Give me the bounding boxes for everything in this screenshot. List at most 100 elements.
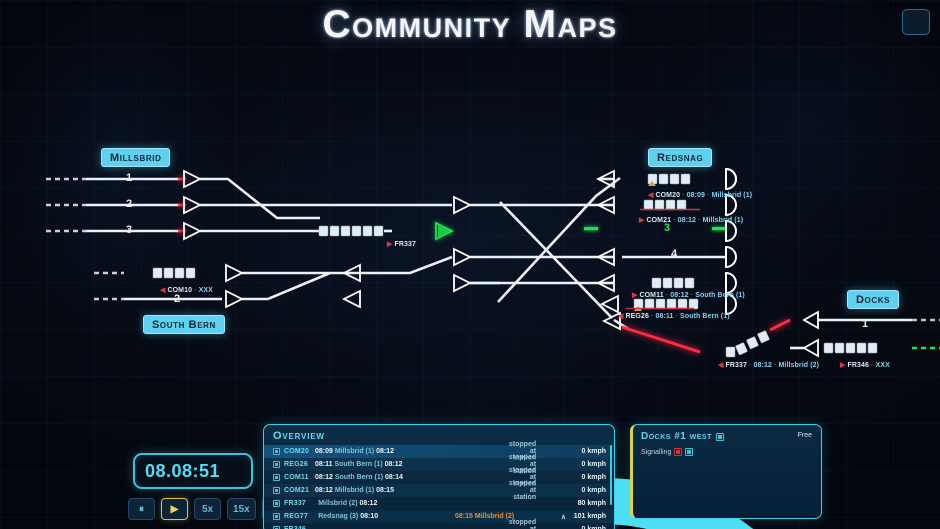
direction-icon: ◀ <box>648 192 654 199</box>
platform-icon <box>715 432 724 441</box>
next-time: 08:15 <box>455 513 473 520</box>
status-cell: stopped at station <box>508 480 537 501</box>
overview-row[interactable]: COM21 08:12 Millsbrid (1) 08:15 stopped at… <box>264 480 614 501</box>
arrival-time: 08:12 <box>359 500 378 507</box>
arrival-time: 08:12 <box>376 448 394 455</box>
overview-title: Overview <box>273 430 325 442</box>
scheduled-station: Millsbrid (1) <box>334 448 375 455</box>
platform-number: 2 <box>126 198 133 210</box>
overview-panel[interactable]: Overview COM20 08:09 Millsbrid (1) 08:12 s… <box>263 424 615 529</box>
station-plate-south-bern[interactable]: South Bern <box>143 315 225 334</box>
train-icon <box>273 500 280 507</box>
train-label-com11[interactable]: ▶COM11 · 08:12 · South Bern (1) <box>632 292 745 299</box>
overview-rows[interactable]: COM20 08:09 Millsbrid (1) 08:12 stopped at… <box>264 441 614 529</box>
schedule-cell: 08:09 Millsbrid (1) 08:12 <box>315 448 439 455</box>
arrival-time: 08:15 <box>376 487 394 494</box>
clock-time: 08.08:51 <box>145 460 221 481</box>
list-icon[interactable] <box>902 9 930 35</box>
direction-icon: ▶ <box>632 292 638 299</box>
speed-15x-button[interactable]: 15x <box>227 498 256 520</box>
signal-blue-icon[interactable] <box>685 448 694 456</box>
train-code: COM11 <box>284 474 309 481</box>
scheduled-station: Millsbrid (2) <box>318 500 358 507</box>
departure-time: 08:11 <box>314 461 333 468</box>
train-destination: Millsbrid (2) <box>778 362 820 369</box>
train-code: FR346 <box>847 362 869 369</box>
train-code: FR346 <box>284 526 315 529</box>
station-plate-docks[interactable]: Docks <box>847 290 900 309</box>
speed-cell: 101 kmph <box>573 513 606 520</box>
departure-time: 08:09 <box>314 448 333 455</box>
train-icon <box>273 474 280 481</box>
train-code: COM20 <box>284 448 310 455</box>
play-button[interactable]: ▶ <box>161 498 188 520</box>
status-cell: stopped at station <box>508 454 537 475</box>
train-time: XXX <box>875 362 890 369</box>
docks-title-text: Docks #1 west <box>641 431 712 442</box>
train-code: FR337 <box>284 500 307 507</box>
station-plate-redsnag[interactable]: Redsnag <box>648 148 713 167</box>
direction-icon: ◀ <box>618 313 624 320</box>
train-icon <box>273 448 280 455</box>
train-label-reg26[interactable]: ◀REG26 · 08:11 · South Bern (1) <box>618 313 730 320</box>
overview-row[interactable]: REG26 08:11 South Bern (1) 08:12 stopped a… <box>264 454 614 475</box>
schedule-cell: Millsbrid (2) 08:12 <box>318 500 455 507</box>
signal-red-icon[interactable] <box>674 448 683 456</box>
speed-cell: 0 kmph <box>581 461 606 468</box>
train-label-com21[interactable]: ▶COM21 · 08:12 · Millsbrid (1) <box>639 217 744 224</box>
overview-scrollbar[interactable] <box>610 445 612 505</box>
overview-row[interactable]: FR346 stopped at station 0 kmph <box>264 519 614 529</box>
arrival-time: 08:12 <box>384 461 403 468</box>
speed-cell: 0 kmph <box>581 448 606 455</box>
direction-icon: ▶ <box>840 362 846 369</box>
docks-status: Free <box>797 432 812 439</box>
train-destination: South Bern (1) <box>695 292 745 299</box>
train-code: REG26 <box>284 461 308 468</box>
platform-number: 3 <box>664 222 671 234</box>
platform-number: 1 <box>126 172 133 184</box>
docks-signalling: Signalling <box>641 448 813 456</box>
train-label-com20[interactable]: ◀COM20 · 08:09 · Millsbrid (1) <box>648 192 753 199</box>
direction-icon: ◀ <box>160 287 166 294</box>
speed-cell: 0 kmph <box>581 474 606 481</box>
train-code: FR337 <box>394 241 416 248</box>
train-code: REG77 <box>284 513 308 520</box>
train-code: COM21 <box>646 217 672 224</box>
departure-time: 08:12 <box>314 474 333 481</box>
platform-number: 3 <box>126 224 133 236</box>
speed-cell: 0 kmph <box>570 526 606 529</box>
schedule-cell: 08:12 Millsbrid (1) 08:15 <box>315 487 439 494</box>
page-title: Community Maps <box>322 3 618 46</box>
train-icon <box>273 513 280 520</box>
train-time: XXX <box>198 287 213 294</box>
train-code: COM10 <box>167 287 193 294</box>
schedule-cell: 08:11 South Bern (1) 08:12 <box>315 461 439 468</box>
simulation-clock: 08.08:51 <box>133 453 754 529</box>
status-cell: stopped at station <box>508 519 537 529</box>
station-plate-millsbrid[interactable]: Millsbrid <box>101 148 171 167</box>
speed-5x-button[interactable]: 5x <box>194 498 221 520</box>
trend-caret-icon: ∧ <box>560 513 566 521</box>
train-label-fr337[interactable]: ▶FR337 <box>387 240 416 248</box>
platform-number: 4 <box>671 248 678 260</box>
train-label-fr337[interactable]: ◀FR337 · 08:12 · Millsbrid (2) <box>718 362 820 369</box>
next-station: Millsbrid (2) <box>474 513 515 520</box>
train-label-fr346[interactable]: ▶FR346 · XXX <box>840 362 890 369</box>
arrival-time: 08:10 <box>360 513 379 520</box>
docks-panel[interactable]: Docks #1 west Free Signalling <box>630 424 822 519</box>
signalling-label: Signalling <box>641 448 672 456</box>
train-icon <box>273 487 280 494</box>
pause-button[interactable]: ⏸ <box>128 498 155 520</box>
train-destination: Millsbrid (1) <box>711 192 753 199</box>
train-label-com10[interactable]: ◀COM10 · XXX <box>160 287 213 294</box>
scheduled-station: South Bern (1) <box>334 474 384 481</box>
train-code: FR337 <box>725 362 747 369</box>
train-code: COM21 <box>284 487 310 494</box>
direction-icon: ◀ <box>718 362 724 369</box>
train-code: REG26 <box>625 313 649 320</box>
platform-number: 2 <box>174 293 181 305</box>
